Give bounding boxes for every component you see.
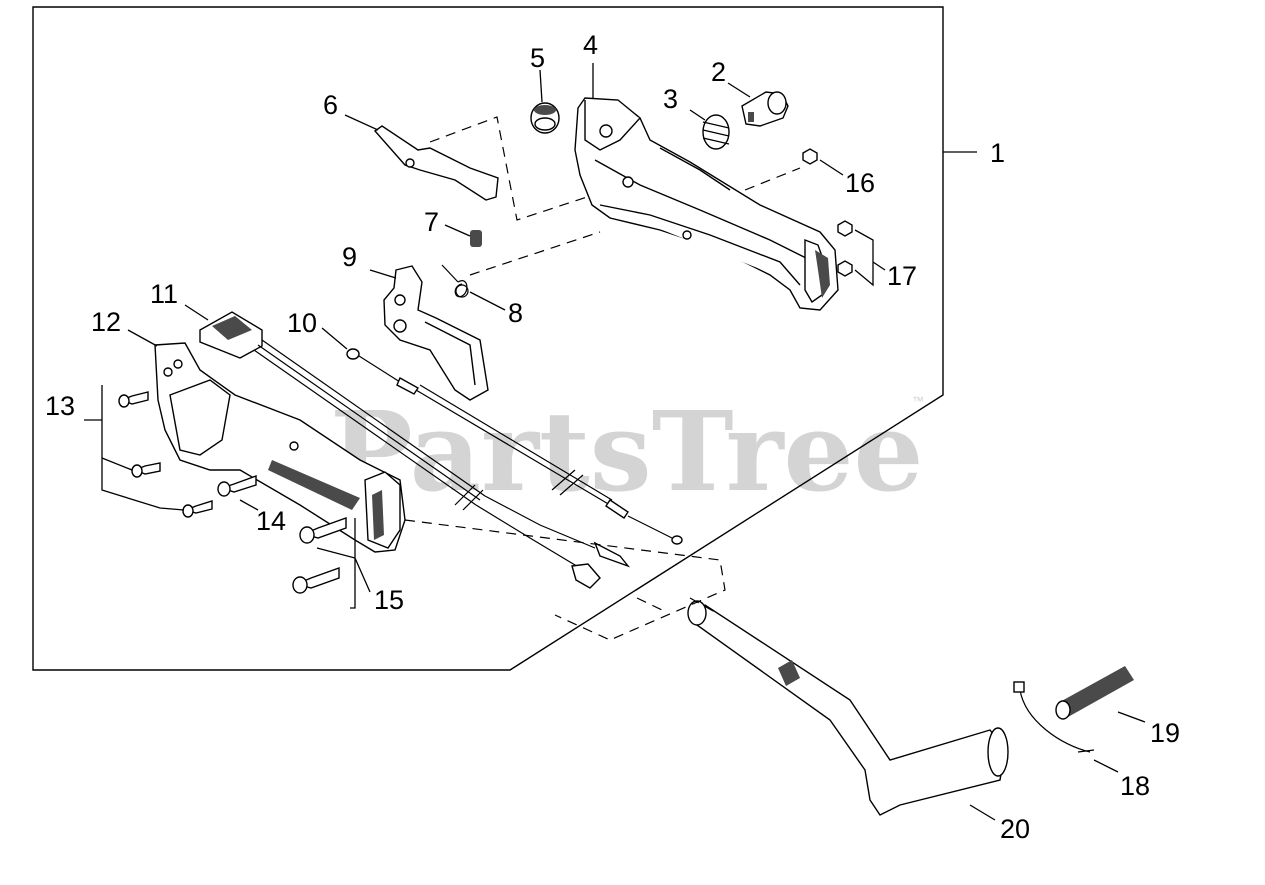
callout-10: 10 — [287, 308, 317, 338]
assembly-line-a — [429, 116, 591, 221]
callout-11: 11 — [150, 279, 178, 309]
callout-12: 12 — [91, 307, 121, 337]
part-17-nut-b[interactable] — [837, 260, 853, 277]
watermark-text: PartsTree — [330, 387, 924, 516]
leader-lines — [84, 63, 1146, 821]
callout-7: 7 — [424, 207, 439, 237]
assembly-line-c — [744, 167, 801, 191]
callout-17: 17 — [887, 261, 917, 291]
part-13-screw-c[interactable] — [182, 500, 213, 518]
callout-19: 19 — [1150, 718, 1180, 748]
callout-9: 9 — [342, 242, 357, 272]
callout-3: 3 — [663, 84, 678, 114]
callout-6: 6 — [323, 90, 338, 120]
part-15-screw-b[interactable] — [292, 567, 340, 594]
part-20-handle-bar[interactable] — [687, 600, 1009, 816]
assembly-line-e — [636, 597, 716, 613]
part-13-screw-a[interactable] — [118, 391, 149, 408]
part-6-throttle-lever[interactable] — [373, 125, 499, 201]
assembly-line-b — [469, 231, 601, 276]
part-18-clamp[interactable] — [1013, 681, 1095, 753]
watermark-trademark: ™ — [912, 394, 924, 408]
callout-14: 14 — [256, 506, 286, 536]
callout-2: 2 — [711, 57, 726, 87]
part-2-stopper[interactable] — [741, 91, 789, 127]
callout-13: 13 — [45, 391, 75, 421]
callout-15: 15 — [374, 585, 404, 615]
part-12-handle-grip[interactable] — [154, 342, 406, 553]
callout-4: 4 — [583, 30, 598, 60]
assembly-boundary — [32, 6, 944, 671]
callout-20: 20 — [1000, 814, 1030, 844]
part-17-nut-a[interactable] — [837, 220, 853, 237]
part-4-handle-housing[interactable] — [574, 97, 839, 311]
part-16-nut[interactable] — [802, 148, 818, 165]
part-14-screw[interactable] — [217, 475, 257, 497]
part-3-spring[interactable] — [702, 114, 730, 150]
part-19-grip-insert[interactable] — [1055, 666, 1134, 720]
part-5-grommet[interactable] — [530, 102, 560, 134]
callout-18: 18 — [1120, 771, 1150, 801]
part-8-torsion-spring[interactable] — [441, 264, 469, 298]
part-11-switch[interactable] — [199, 311, 631, 589]
part-15-screw-a[interactable] — [299, 517, 347, 544]
callout-16: 16 — [845, 168, 875, 198]
callout-5: 5 — [530, 43, 545, 73]
part-13-screw-b[interactable] — [131, 462, 161, 478]
assembly-line-d — [404, 519, 726, 641]
callout-1: 1 — [990, 138, 1005, 168]
part-7-small-spring[interactable] — [470, 230, 482, 247]
part-9-trigger[interactable] — [383, 265, 489, 401]
part-10-throttle-cable[interactable] — [346, 348, 683, 545]
callout-8: 8 — [508, 298, 523, 328]
